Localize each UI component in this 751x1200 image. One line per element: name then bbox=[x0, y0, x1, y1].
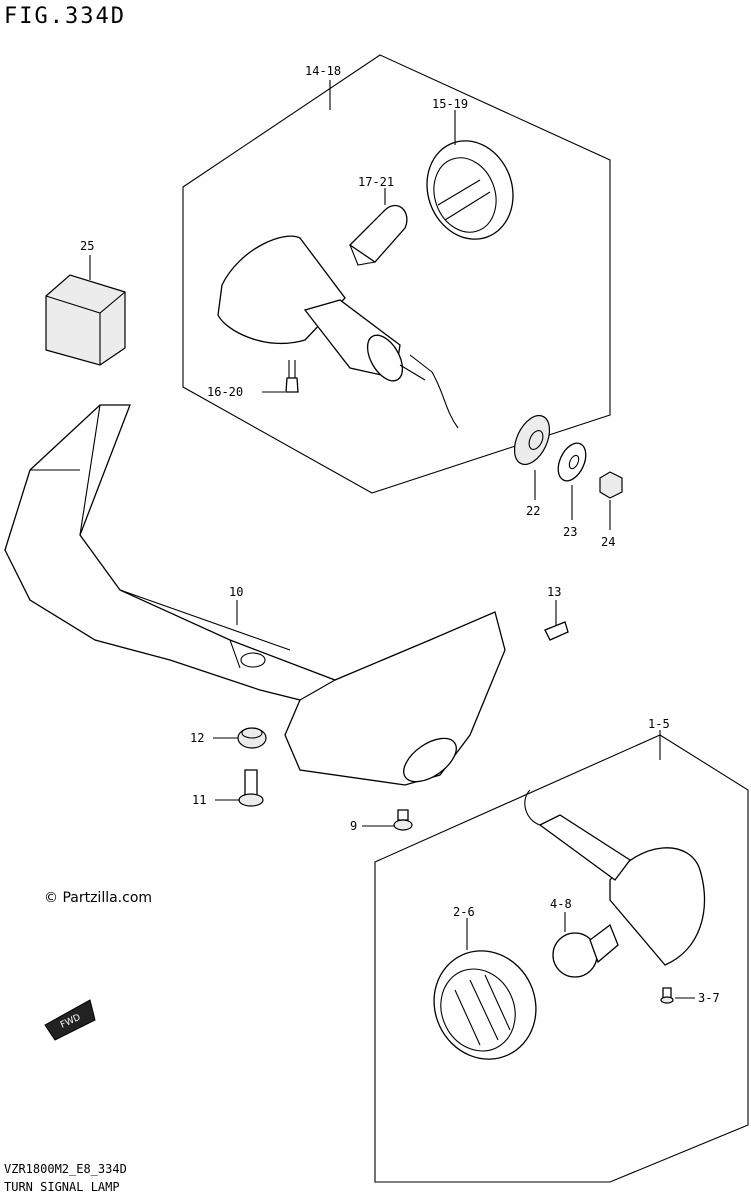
callout-1-5: 1-5 bbox=[648, 717, 670, 731]
callout-2-6: 2-6 bbox=[453, 905, 475, 919]
screw-13 bbox=[544, 621, 569, 641]
callout-11: 11 bbox=[192, 793, 206, 807]
callout-16-20: 16-20 bbox=[207, 385, 243, 399]
callout-22: 22 bbox=[526, 504, 540, 518]
rear-signal-lens bbox=[426, 140, 514, 240]
callout-23: 23 bbox=[563, 525, 577, 539]
callout-3-7: 3-7 bbox=[698, 991, 720, 1005]
callout-14-18: 14-18 bbox=[305, 64, 341, 78]
footer-model-code: VZR1800M2_E8_334D bbox=[4, 1162, 127, 1176]
footer-title: TURN SIGNAL LAMP bbox=[4, 1180, 120, 1194]
copyright-notice: © Partzilla.com bbox=[44, 890, 153, 906]
washer-23 bbox=[557, 442, 587, 482]
callout-15-19: 15-19 bbox=[432, 97, 468, 111]
forward-arrow-icon: FWD bbox=[44, 999, 96, 1041]
rear-signal-housing bbox=[217, 235, 459, 429]
front-signal-housing bbox=[524, 789, 706, 966]
turn-signal-relay bbox=[45, 274, 126, 366]
bolt-11 bbox=[238, 769, 264, 807]
bracket-10 bbox=[4, 404, 506, 786]
grommet-12 bbox=[237, 727, 267, 749]
callout-25: 25 bbox=[80, 239, 94, 253]
callout-9: 9 bbox=[350, 819, 357, 833]
callout-10: 10 bbox=[229, 585, 243, 599]
callout-12: 12 bbox=[190, 731, 204, 745]
callout-4-8: 4-8 bbox=[550, 897, 572, 911]
callout-13: 13 bbox=[547, 585, 561, 599]
rear-assembly-boundary bbox=[182, 54, 611, 494]
callout-24: 24 bbox=[601, 535, 615, 549]
grommet-22 bbox=[513, 414, 551, 466]
nut-24 bbox=[599, 471, 623, 499]
front-signal-lens bbox=[433, 950, 537, 1060]
callout-17-21: 17-21 bbox=[358, 175, 394, 189]
screw-3-7 bbox=[660, 987, 674, 1004]
rear-signal-bulb bbox=[348, 204, 408, 266]
leader-lines bbox=[89, 80, 695, 999]
front-signal-bulb bbox=[552, 923, 619, 978]
screw-16-20 bbox=[285, 360, 299, 393]
screw-9 bbox=[393, 809, 413, 831]
figure-title: FIG.334D bbox=[4, 4, 126, 29]
